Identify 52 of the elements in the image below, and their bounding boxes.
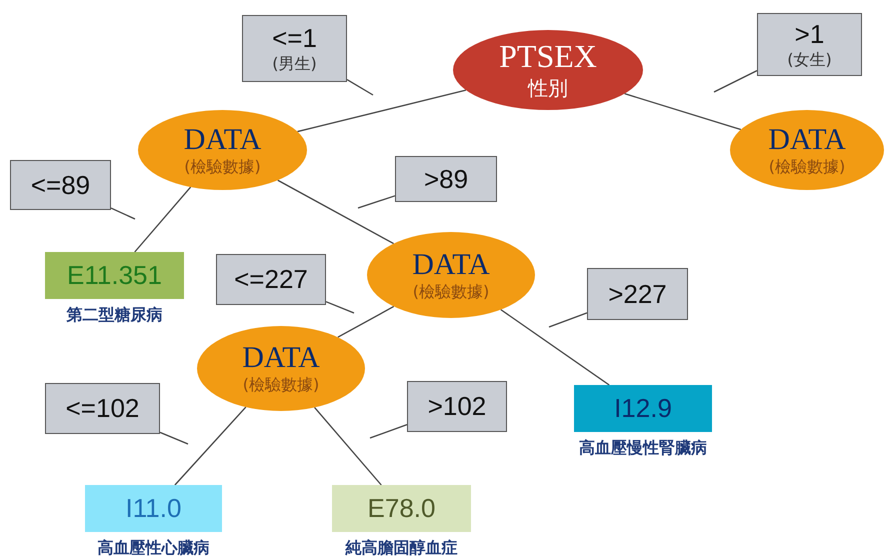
condition-box xyxy=(587,268,688,320)
branch-line xyxy=(338,306,394,338)
leader-line xyxy=(160,432,188,445)
node-title: E11.351 xyxy=(67,260,162,291)
condition-box xyxy=(45,383,160,434)
branch-line xyxy=(297,90,466,132)
condition-box xyxy=(757,13,862,76)
condition-box xyxy=(407,381,507,432)
diagnosis-caption: 純高膽固醇血症 xyxy=(346,538,458,557)
leader-line xyxy=(548,312,588,328)
node-title: DATA xyxy=(768,122,846,156)
branch-line xyxy=(277,180,394,244)
branch-line xyxy=(134,186,192,252)
condition-box xyxy=(10,160,111,210)
node-title: >227 xyxy=(608,278,667,310)
node-title: <=102 xyxy=(66,393,140,424)
node-subtitle: (檢驗數據) xyxy=(242,375,320,396)
node-title: >89 xyxy=(424,164,468,194)
condition-box xyxy=(216,254,326,305)
leader-line xyxy=(110,207,136,220)
node-title: DATA xyxy=(242,341,320,375)
node-subtitle: (檢驗數據) xyxy=(412,282,490,302)
node-title: I12.9 xyxy=(614,393,672,424)
leader-line xyxy=(326,301,354,314)
branch-line xyxy=(624,93,741,130)
node-subtitle: (檢驗數據) xyxy=(184,156,261,178)
node-subtitle: (女生) xyxy=(787,50,832,70)
leader-line xyxy=(346,79,374,96)
diagnosis-caption: 第二型糖尿病 xyxy=(66,305,162,326)
leader-line xyxy=(358,195,396,209)
node-title: I11.0 xyxy=(126,493,182,524)
node-subtitle: (檢驗數據) xyxy=(768,156,846,178)
diagnosis-caption: 高血壓性心臟病 xyxy=(98,538,210,557)
node-title: <=89 xyxy=(30,170,90,200)
node-title: DATA xyxy=(412,248,490,282)
node-title: >102 xyxy=(428,391,486,422)
diagnosis-caption: 高血壓慢性腎臟病 xyxy=(579,438,707,459)
node-subtitle: 性別 xyxy=(528,75,568,102)
branch-line xyxy=(314,407,382,486)
node-title: <=227 xyxy=(234,264,308,295)
node-title: >1 xyxy=(794,18,824,50)
branch-line xyxy=(174,406,246,486)
node-subtitle: (男生) xyxy=(272,54,317,74)
node-title: E78.0 xyxy=(368,493,436,524)
condition-box xyxy=(395,156,497,202)
node-title: <=1 xyxy=(272,22,317,54)
leader-line xyxy=(370,424,408,439)
leader-line xyxy=(714,70,758,93)
node-title: DATA xyxy=(184,122,262,156)
node-title: PTSEX xyxy=(499,38,597,75)
branch-line xyxy=(500,309,610,386)
condition-box xyxy=(242,15,347,82)
